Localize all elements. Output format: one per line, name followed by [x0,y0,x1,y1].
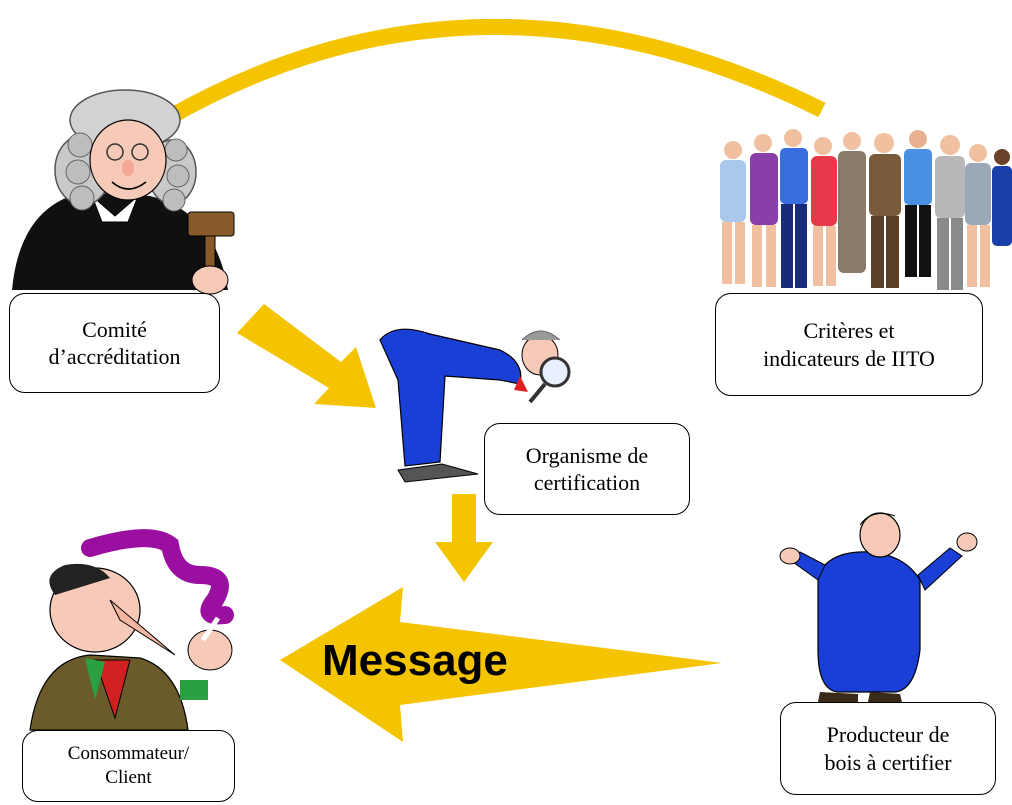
criteres-line1: Critères et [803,318,895,343]
arrow-comite-to-organisme [237,304,376,408]
criteres-indicateurs-box: Critères et indicateurs de IITO [715,293,983,396]
organisme-line1: Organisme de [525,442,649,468]
producteur-line2: bois à certifier [824,749,952,775]
producteur-bois-box: Producteur de bois à certifier [780,702,996,795]
message-label: Message [322,636,508,685]
message-arrow [280,587,722,742]
arrow-organisme-down [435,494,493,582]
comite-line2: d’accréditation [48,344,181,369]
consommateur-client-box: Consommateur/ Client [22,730,235,802]
comite-line1: Comité [82,316,147,342]
smoking-consumer-clipart-icon [29,529,234,731]
organisme-line2: certification [533,470,641,495]
consommateur-line2: Client [105,767,152,788]
organisme-certification-box: Organisme de certification [484,423,690,515]
criteres-line2: indicateurs de IITO [763,345,935,371]
producteur-line1: Producteur de [826,722,950,747]
top-arc-connector [164,18,826,125]
group-of-people-clipart-icon [720,129,1012,290]
inspector-with-magnifier-clipart-icon [379,328,571,483]
businessman-clipart-icon [779,512,978,702]
consommateur-line1: Consommateur/ [67,743,190,765]
judge-clipart-icon [12,89,235,295]
comite-accreditation-box: Comité d’accréditation [9,293,220,393]
